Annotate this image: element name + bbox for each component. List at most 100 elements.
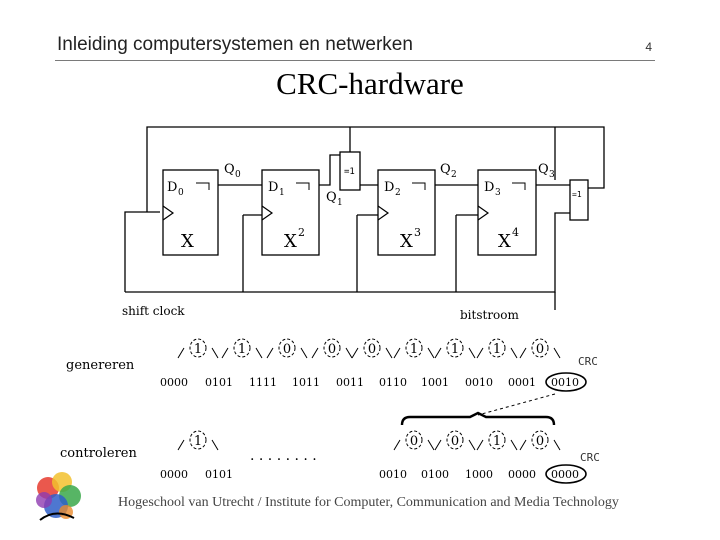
register-state: 1000 (465, 468, 493, 481)
bit-ring (446, 338, 464, 358)
bit-value: 0 (328, 342, 336, 357)
bit-connector (476, 347, 518, 359)
flipflop-2: D 2 X 3 (377, 169, 436, 256)
output-q1: Q (326, 190, 337, 205)
generate-bit: 1 (393, 338, 435, 359)
flipflop-0: D 0 X (162, 169, 219, 256)
register-state: 0010 (551, 376, 579, 389)
bit-connector (177, 347, 219, 359)
output-q1-index: 1 (337, 198, 343, 208)
polynomial-exponent: 2 (298, 226, 305, 239)
polynomial-term: X (284, 231, 297, 252)
check-bit: 1 (177, 430, 219, 451)
bit-value: 1 (451, 342, 459, 357)
bit-connector (266, 347, 308, 359)
register-index: 0 (178, 188, 184, 198)
bit-connector (351, 347, 393, 359)
polynomial-exponent: 4 (512, 226, 519, 239)
register-state: 0101 (205, 376, 233, 389)
check-bit: 1 (476, 430, 518, 451)
slide-title: CRC-hardware (276, 66, 464, 101)
generate-crc-label: CRC (578, 355, 598, 368)
bit-connector (221, 347, 263, 359)
shift-clock-label: shift clock (122, 304, 185, 318)
check-bit: 0 (393, 430, 435, 451)
bitstream-label: bitstroom (460, 308, 520, 322)
crc-check-highlight (545, 464, 587, 484)
bit-connector (393, 439, 435, 451)
output-q2: Q (440, 162, 451, 177)
register-state: 0000 (160, 468, 188, 481)
bit-connector (434, 439, 476, 451)
register-label: D (484, 180, 494, 195)
bit-value: 0 (283, 342, 291, 357)
crc-brace (400, 411, 556, 426)
output-q0-index: 0 (235, 170, 241, 180)
register-state: 0001 (508, 376, 536, 389)
bit-ring (278, 338, 296, 358)
output-labels: Q 0 Q 1 Q 2 Q 3 (224, 162, 555, 208)
bit-ring (189, 338, 207, 358)
bit-connector (519, 347, 561, 359)
bit-value: 0 (536, 342, 544, 357)
output-q0: Q (224, 162, 235, 177)
generate-bit: 1 (221, 338, 263, 359)
flipflop-1: D 1 X 2 (261, 169, 320, 256)
generate-bit: 0 (351, 338, 393, 359)
polynomial-exponent: 3 (414, 226, 421, 239)
crc-highlight (545, 372, 587, 392)
register-state: 0011 (336, 376, 364, 389)
crc-connector (477, 393, 556, 416)
bit-ring (363, 338, 381, 358)
xor-gate-right: =1 (569, 179, 589, 221)
register-index: 2 (395, 188, 401, 198)
bit-ring (531, 430, 549, 450)
bit-value: 0 (536, 434, 544, 449)
check-crc-label: CRC (580, 451, 600, 464)
school-logo (36, 472, 81, 521)
bit-connector (476, 439, 518, 451)
bit-connector (519, 439, 561, 451)
polynomial-term: X (400, 231, 413, 252)
bit-ring (488, 338, 506, 358)
register-state: 0000 (551, 468, 579, 481)
register-state: 0010 (465, 376, 493, 389)
check-bits: 1 0 0 1 0 (177, 430, 561, 451)
bit-value: 1 (238, 342, 246, 357)
register-state: 0110 (379, 376, 407, 389)
check-bit: 0 (434, 430, 476, 451)
header-divider (55, 60, 655, 61)
bit-connector (434, 347, 476, 359)
register-state: 0100 (421, 468, 449, 481)
header-title: Inleiding computersystemen en netwerken (57, 34, 413, 55)
polynomial-term: X (181, 231, 194, 252)
bit-connector (311, 347, 353, 359)
bit-value: 1 (493, 434, 501, 449)
bit-ring (405, 430, 423, 450)
bit-ring (531, 338, 549, 358)
generate-bit: 0 (266, 338, 308, 359)
generate-bit: 1 (476, 338, 518, 359)
bit-ring (446, 430, 464, 450)
register-label: D (384, 180, 394, 195)
bit-value: 1 (194, 434, 202, 449)
bit-value: 0 (410, 434, 418, 449)
bit-ring (323, 338, 341, 358)
footer-text: Hogeschool van Utrecht / Institute for C… (118, 495, 619, 510)
register-state: 1111 (249, 376, 277, 389)
check-label: controleren (60, 446, 138, 461)
xor-gate-left: =1 (339, 151, 361, 191)
bit-ring (189, 430, 207, 450)
output-q2-index: 2 (451, 170, 457, 180)
generate-bit: 0 (311, 338, 353, 359)
register-state: 0101 (205, 468, 233, 481)
register-index: 3 (495, 188, 501, 198)
svg-text:=1: =1 (572, 190, 582, 199)
bit-value: 1 (493, 342, 501, 357)
